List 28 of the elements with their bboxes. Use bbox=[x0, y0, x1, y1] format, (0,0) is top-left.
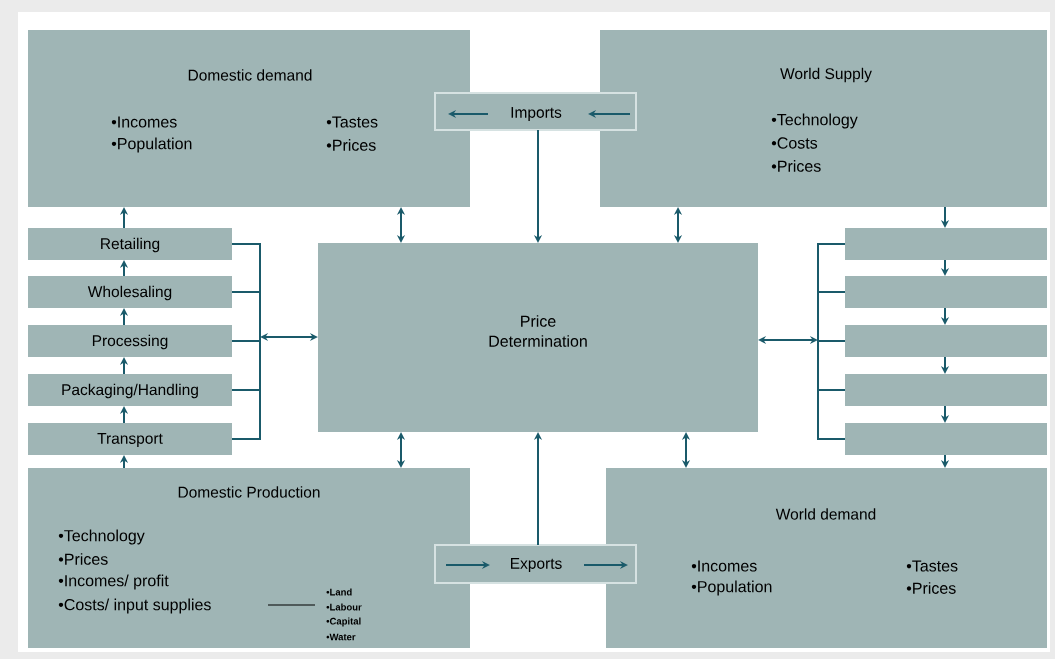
stage-box: Wholesaling bbox=[28, 276, 232, 308]
supply-box: World Supply •Technology •Costs •Prices bbox=[600, 30, 1047, 207]
trade-box: Exports bbox=[434, 544, 637, 584]
production-box: Domestic Production •Technology •Prices •Incomes/ profit •Costs/ input supplies •Land •Labour •Capital •Water bbox=[28, 468, 470, 648]
stage-box: Transport bbox=[28, 423, 232, 455]
connector-line bbox=[231, 291, 261, 338]
connector-line bbox=[817, 339, 846, 342]
stage-box bbox=[845, 228, 1047, 260]
stage-box: Retailing bbox=[28, 228, 232, 260]
arrow bbox=[396, 432, 406, 468]
arrow bbox=[396, 207, 406, 243]
center-box: Price Determination bbox=[318, 243, 758, 432]
trade-box: Imports bbox=[434, 92, 637, 131]
arrow bbox=[758, 335, 818, 345]
demand-box: World demand •Incomes •Population •Tastes •Prices bbox=[606, 468, 1047, 648]
stage-box bbox=[845, 325, 1047, 357]
stage-box bbox=[845, 276, 1047, 308]
connector-line bbox=[817, 339, 846, 440]
demand-box: Domestic demand •Incomes •Population •Tastes •Prices bbox=[28, 30, 470, 207]
arrow bbox=[681, 432, 691, 468]
connector-line bbox=[231, 336, 261, 440]
connector-line bbox=[817, 291, 846, 341]
stage-box: Packaging/Handling bbox=[28, 374, 232, 406]
arrow bbox=[260, 332, 318, 342]
arrow bbox=[673, 207, 683, 243]
stage-box: Processing bbox=[28, 325, 232, 357]
stage-box bbox=[845, 374, 1047, 406]
stage-box bbox=[845, 423, 1047, 455]
